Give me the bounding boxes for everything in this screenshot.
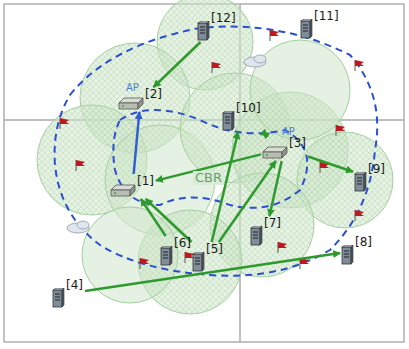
network-node: [11] [300, 10, 340, 39]
flow-label: CBR [193, 171, 224, 185]
host-icon [160, 246, 173, 266]
network-node: [9] [354, 163, 386, 192]
callout-number: [8] [354, 236, 373, 249]
host-icon [250, 226, 263, 246]
traffic-arrow [146, 199, 192, 242]
callout-number: [9] [367, 163, 386, 176]
callout-number: [11] [313, 10, 340, 23]
network-node: [4] [52, 279, 84, 308]
callout-number: [7] [263, 217, 282, 230]
device-tag: AP [282, 126, 295, 137]
traffic-arrow [308, 156, 353, 171]
host-icon [197, 21, 210, 41]
host-icon [341, 245, 354, 265]
callout-number: [1] [136, 175, 155, 188]
callout-number: [3] [288, 137, 307, 150]
traffic-arrow [154, 42, 201, 87]
callout-number: [10] [235, 102, 262, 115]
network-node: [7] [250, 217, 282, 246]
network-node: [8] [341, 236, 373, 265]
network-node: [3] [262, 137, 307, 160]
access-point-icon [118, 97, 144, 111]
callout-number: [4] [65, 279, 84, 292]
traffic-arrow [85, 253, 340, 291]
network-node: [12] [197, 12, 237, 41]
traffic-arrow [212, 132, 238, 242]
traffic-arrow [134, 112, 140, 174]
host-icon [192, 252, 205, 272]
network-node: [6] [160, 237, 192, 266]
host-icon [354, 172, 367, 192]
network-node: [1] [110, 175, 155, 198]
host-icon [52, 288, 65, 308]
host-icon [222, 111, 235, 131]
device-tag: AP [126, 82, 139, 93]
callout-number: [6] [173, 237, 192, 250]
access-point-icon [110, 184, 136, 198]
access-point-icon [262, 146, 288, 160]
network-node: [2] [118, 88, 163, 111]
callout-number: [12] [210, 12, 237, 25]
network-node: [5] [192, 243, 224, 272]
host-icon [300, 19, 313, 39]
traffic-arrow [262, 132, 267, 136]
callout-number: [5] [205, 243, 224, 256]
network-node: [10] [222, 102, 262, 131]
callout-number: [2] [144, 88, 163, 101]
